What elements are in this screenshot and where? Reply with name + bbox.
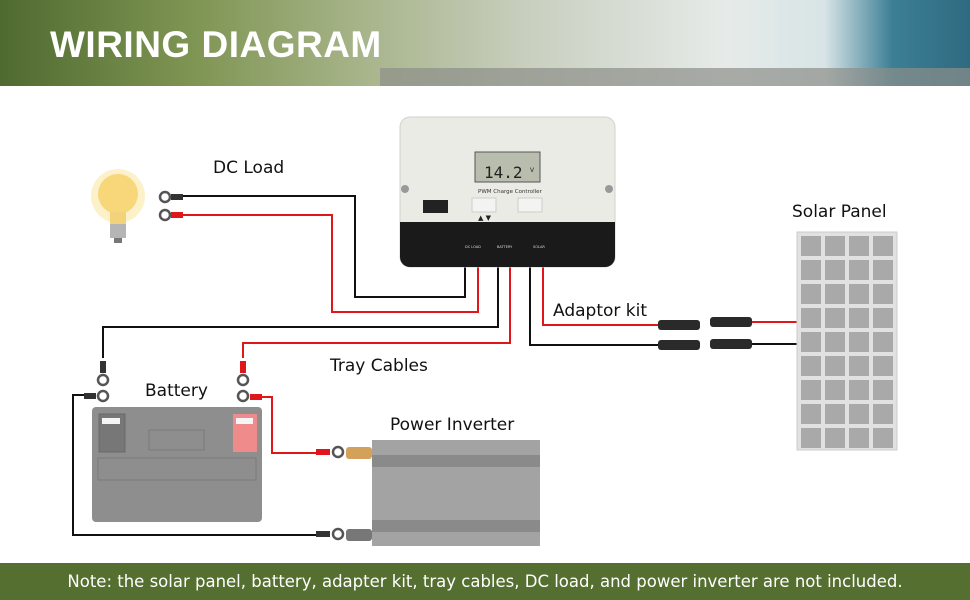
- lcd-unit: V: [530, 167, 535, 174]
- solar-cell: [849, 332, 869, 352]
- dc-load-label: DC Load: [213, 158, 284, 178]
- ring-terminal: [158, 208, 172, 222]
- charge-controller: ▲ ▼: [399, 116, 616, 268]
- battery-label: Battery: [145, 381, 208, 401]
- solar-cell: [825, 260, 845, 280]
- lcd-value: 14.2: [484, 163, 523, 182]
- solar-cell: [801, 380, 821, 400]
- crimp: [316, 531, 330, 537]
- solar-cell: [801, 308, 821, 328]
- crimp: [171, 212, 183, 218]
- screw: [401, 185, 409, 193]
- solar-cell: [801, 284, 821, 304]
- battery: [92, 407, 262, 522]
- adaptor-kit-label: Adaptor kit: [553, 301, 647, 321]
- controller-model-label: PWM Charge Controller: [478, 189, 543, 195]
- solar-cell: [825, 332, 845, 352]
- solar-cell: [825, 308, 845, 328]
- solar-cell: [801, 236, 821, 256]
- solar-cell: [849, 260, 869, 280]
- crimp: [316, 449, 330, 455]
- solar-cell: [825, 404, 845, 424]
- solar-negative-wire: [529, 262, 658, 346]
- ring-terminal: [331, 527, 345, 541]
- solar-cell: [873, 236, 893, 256]
- solar-cell: [825, 236, 845, 256]
- crimp: [100, 361, 106, 373]
- solar-cell: [801, 356, 821, 376]
- crimp: [250, 394, 262, 400]
- ring-terminal: [96, 389, 110, 403]
- solar-cell: [873, 260, 893, 280]
- solar-cell: [849, 236, 869, 256]
- solar-cell: [801, 260, 821, 280]
- ring-terminal: [331, 445, 345, 459]
- load-toggle-button[interactable]: [517, 197, 543, 213]
- header-banner: WIRING DIAGRAM: [0, 0, 970, 86]
- lcd-display: [474, 151, 541, 183]
- solar-cell: [825, 284, 845, 304]
- solar-cell: [873, 428, 893, 448]
- solar-cell: [801, 332, 821, 352]
- ring-terminal: [236, 373, 250, 387]
- battery-negative-tray-cable: [102, 262, 499, 358]
- power-inverter-label: Power Inverter: [390, 415, 514, 435]
- solar-panel-label: Solar Panel: [792, 202, 887, 222]
- footer-note: Note: the solar panel, battery, adapter …: [0, 563, 970, 600]
- light-bulb-icon: [91, 169, 145, 243]
- solar-cell: [849, 356, 869, 376]
- power-inverter: [346, 440, 540, 546]
- crimp: [171, 194, 183, 200]
- usb-port: [423, 200, 448, 213]
- solar-cell: [849, 284, 869, 304]
- solar-cell: [873, 332, 893, 352]
- terminal-label-load: DC LOAD: [465, 245, 481, 249]
- solar-cell: [825, 380, 845, 400]
- terminal-label-battery: BATTERY: [497, 245, 513, 249]
- terminal-label-solar: SOLAR: [533, 245, 545, 249]
- header-photo-ground: [380, 68, 970, 86]
- solar-cell: [825, 356, 845, 376]
- solar-panel: [796, 231, 898, 451]
- dc-load-positive-wire: [182, 214, 479, 313]
- solar-cell: [873, 356, 893, 376]
- screw: [605, 185, 613, 193]
- ring-terminal: [236, 389, 250, 403]
- crimp: [240, 361, 246, 373]
- solar-cell: [825, 428, 845, 448]
- svg-text:▲ ▼: ▲ ▼: [478, 214, 492, 222]
- solar-cell: [849, 428, 869, 448]
- ring-terminal: [158, 190, 172, 204]
- solar-cell: [873, 404, 893, 424]
- solar-positive-wire: [542, 262, 658, 326]
- up-down-button[interactable]: [471, 197, 497, 213]
- ring-terminal: [96, 373, 110, 387]
- solar-cell: [849, 404, 869, 424]
- inverter-positive-wire: [256, 396, 318, 454]
- solar-cell: [801, 428, 821, 448]
- solar-cell: [873, 284, 893, 304]
- solar-cell: [849, 380, 869, 400]
- solar-cell: [873, 380, 893, 400]
- solar-cell: [849, 308, 869, 328]
- mc4-connectors: [658, 317, 752, 350]
- inverter-negative-wire: [72, 394, 318, 536]
- crimp: [84, 393, 96, 399]
- battery-positive-tray-cable: [242, 262, 511, 358]
- dc-load-negative-wire: [182, 195, 466, 298]
- page-title: WIRING DIAGRAM: [50, 24, 382, 65]
- solar-cell: [873, 308, 893, 328]
- solar-cell: [801, 404, 821, 424]
- tray-cables-label: Tray Cables: [329, 356, 428, 376]
